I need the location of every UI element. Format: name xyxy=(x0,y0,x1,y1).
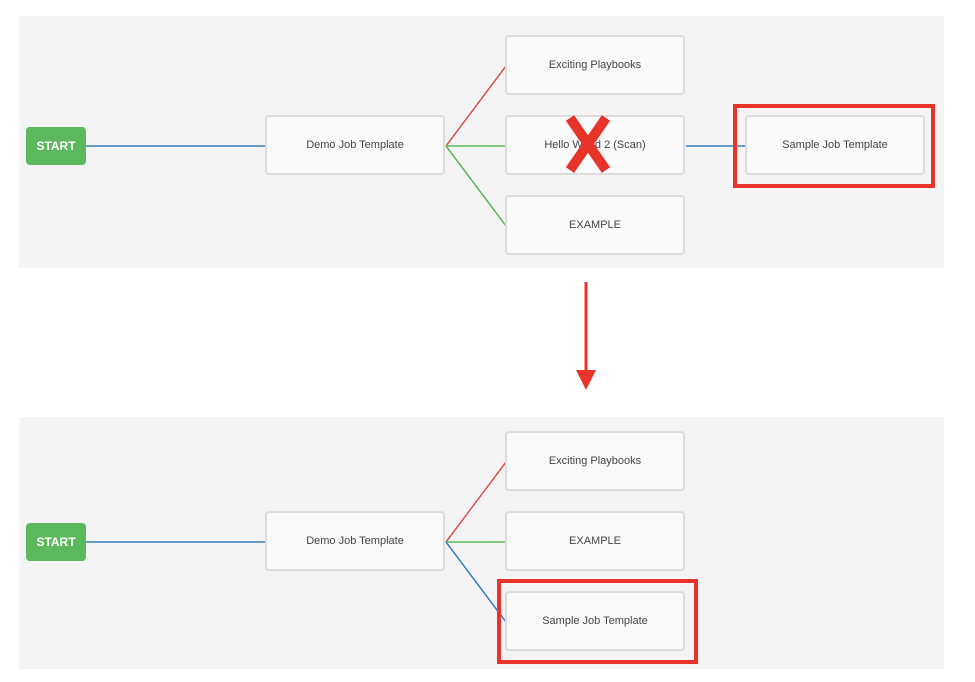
node-example-before[interactable]: EXAMPLE xyxy=(505,195,685,255)
start-node-after[interactable]: START xyxy=(26,523,86,561)
node-demo-job-template-before[interactable]: Demo Job Template xyxy=(265,115,445,175)
node-sample-job-template-before[interactable]: Sample Job Template xyxy=(745,115,925,175)
workflow-canvas-after xyxy=(19,417,944,669)
highlight-box-before xyxy=(733,104,935,188)
node-sample-job-template-after[interactable]: Sample Job Template xyxy=(505,591,685,651)
delete-x-icon xyxy=(566,115,610,173)
node-hello-world-before[interactable]: Hello World 2 (Scan) xyxy=(505,115,685,175)
node-exciting-playbooks-after[interactable]: Exciting Playbooks xyxy=(505,431,685,491)
arrow-down-icon xyxy=(576,282,596,390)
node-exciting-playbooks-before[interactable]: Exciting Playbooks xyxy=(505,35,685,95)
node-demo-job-template-after[interactable]: Demo Job Template xyxy=(265,511,445,571)
node-example-after[interactable]: EXAMPLE xyxy=(505,511,685,571)
start-node-before[interactable]: START xyxy=(26,127,86,165)
highlight-box-after xyxy=(497,579,698,664)
